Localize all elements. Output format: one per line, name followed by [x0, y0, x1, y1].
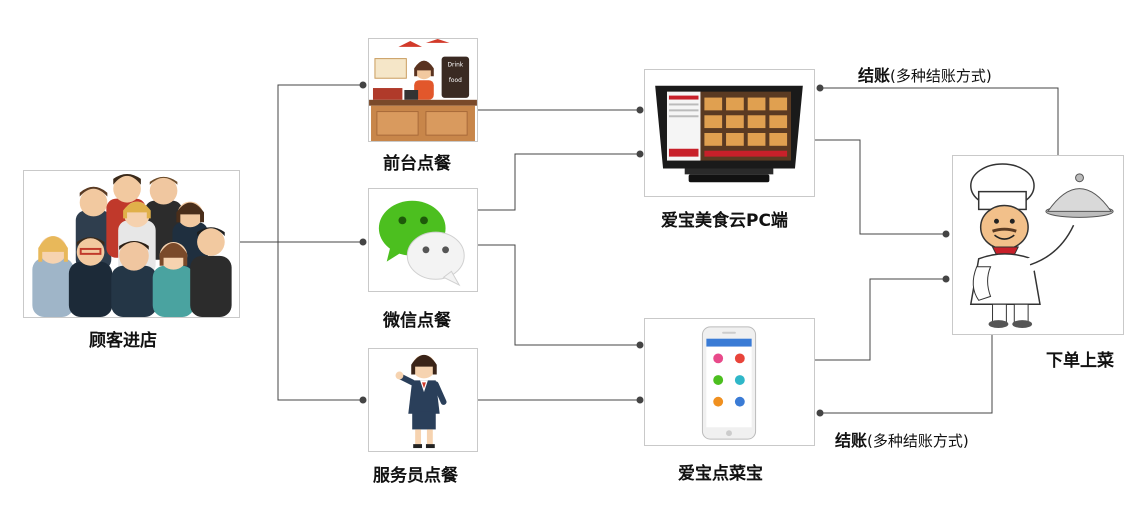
menu-sign-drink: Drink — [448, 62, 464, 68]
customers-label: 顾客进店 — [89, 331, 157, 351]
checkout-note-top-strong: 结账 — [858, 66, 891, 85]
waiter-image — [368, 348, 478, 452]
waiter-label: 服务员点餐 — [373, 466, 458, 486]
pc-label: 爱宝美食云PC端 — [661, 211, 788, 231]
mobile-label: 爱宝点菜宝 — [678, 464, 763, 484]
checkout-note-top: 结账(多种结账方式) — [858, 62, 992, 86]
kitchen-label: 下单上菜 — [1046, 351, 1114, 371]
customers-image — [23, 170, 240, 318]
mobile-app-image — [644, 318, 815, 446]
chef-image — [952, 155, 1124, 335]
checkout-note-top-detail: (多种结账方式) — [890, 67, 992, 85]
checkout-note-bottom-detail: (多种结账方式) — [867, 432, 969, 450]
wechat-label: 微信点餐 — [383, 311, 451, 331]
front-desk-label: 前台点餐 — [383, 154, 451, 174]
pc-terminal-image — [644, 69, 815, 197]
checkout-note-bottom-strong: 结账 — [835, 431, 868, 450]
menu-sign-food: food — [449, 78, 462, 84]
wechat-image — [368, 188, 478, 292]
checkout-note-bottom: 结账(多种结账方式) — [835, 427, 969, 451]
front-desk-image: Drink food — [368, 38, 478, 142]
